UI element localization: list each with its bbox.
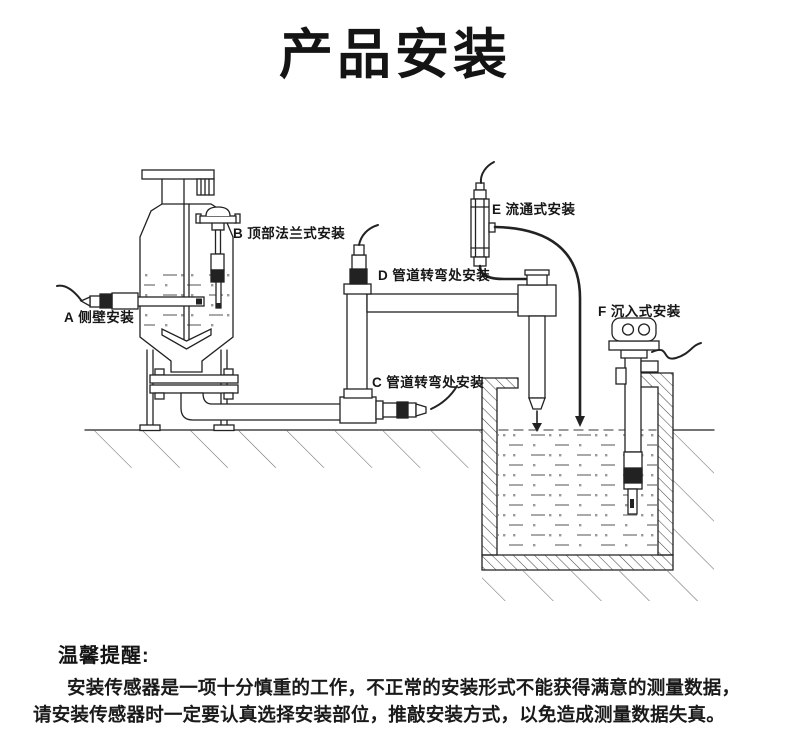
ground-right [482,429,715,601]
label-f-letter: F [598,304,607,319]
label-b-letter: B [233,226,244,241]
label-c-text: 管道转弯处安装 [386,375,485,390]
sensor-e-cable [479,161,495,184]
ground-left [84,429,483,468]
footer-line1: 安装传感器是一项十分慎重的工作，不正常的安装形式不能获得满意的测量数据， [67,677,741,698]
sensor-e-return-tube [493,225,582,420]
sensor-a-cable [56,284,82,301]
label-d-letter: D [378,268,389,283]
sensor-a-side-wall [56,284,205,310]
pipe-vertical [346,292,368,391]
sensor-e-flow-cell [470,161,585,427]
page-title: 产品安装 [279,25,511,85]
sensor-c-pipe-bend [339,385,458,424]
sensor-d-pipe-bend [343,224,379,295]
label-d-text: 管道转弯处安装 [392,268,491,283]
label-a-text: 侧壁安装 [78,310,135,325]
label-e-text: 流通式安装 [505,202,576,217]
pipe-upper-horizontal [366,293,519,313]
pipe-lower-horizontal [180,392,345,421]
agitator-paddle [161,327,212,350]
label-e-letter: E [492,202,502,217]
sensor-e-feed-tube [478,264,528,281]
discharge-tee [517,269,557,432]
pit [481,372,674,571]
flow-arrow-down [532,423,542,432]
footer-heading: 温馨提醒: [58,645,150,667]
sensor-d-cable [358,224,379,246]
tank-top-cap [141,169,215,180]
footer-line2: 请安装传感器时一定要认真选择安装部位，推敲安装方式，以免造成测量数据失真。 [33,704,725,725]
label-b-text: 顶部法兰式安装 [247,226,346,241]
label-c-letter: C [372,375,383,390]
label-a-letter: A [64,310,75,325]
sensor-c-cable [430,385,458,410]
label-f-text: 沉入式安装 [610,304,681,319]
sensor-b-top-flange [195,206,241,309]
return-arrow-down [575,416,585,427]
sensor-f-submersion [608,317,702,515]
sensor-f-cable [651,342,702,360]
